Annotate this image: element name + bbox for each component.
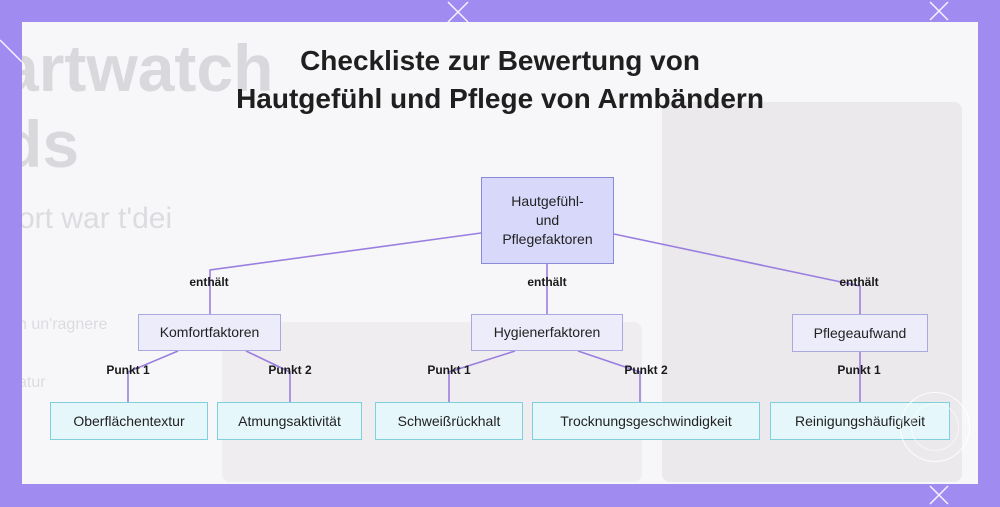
leaf-label: Reinigungshäufigkeit (795, 412, 925, 429)
root-node-label: Hautgefühl- und Pflegefaktoren (502, 193, 593, 247)
connector-root-komfort (209, 232, 482, 314)
edge-label: Punkt 1 (427, 363, 471, 377)
diagram-title: Checkliste zur Bewertung von Hautgefühl … (0, 42, 1000, 118)
connector-komfort-oberflaeche (127, 350, 179, 402)
category-node-komfort: Komfortfaktoren (138, 314, 281, 351)
category-label: Komfortfaktoren (159, 324, 260, 340)
leaf-node-oberflaechentextur: Oberflächentextur (50, 402, 208, 440)
edge-label: enthält (527, 275, 567, 289)
leaf-label: Trocknungsgeschwindigkeit (560, 412, 732, 429)
connector-root-pflege (613, 233, 861, 314)
background-text: ds (22, 107, 80, 181)
title-line-2: Hautgefühl und Pflege von Armbändern (236, 83, 764, 114)
background-text: artwatch (22, 31, 274, 105)
connector-komfort-atmung (245, 350, 291, 402)
connector-hygiene-schweiss (448, 350, 516, 402)
leaf-label: Oberflächentextur (73, 412, 185, 429)
leaf-node-atmungsaktivitaet: Atmungsaktivität (217, 402, 362, 440)
category-label: Pflegeaufwand (813, 324, 907, 341)
edge-label: Punkt 1 (837, 363, 881, 377)
background-text: ort war t'dei (22, 202, 173, 235)
edge-label: Punkt 2 (268, 363, 312, 377)
watermark-badge (900, 392, 970, 462)
edge-label: enthält (839, 275, 879, 289)
category-node-hygiene: Hygienerfaktoren (471, 314, 623, 351)
connector-hygiene-trocknung (577, 350, 641, 402)
category-node-pflege: Pflegeaufwand (792, 314, 928, 352)
leaf-node-trocknungsgeschwindigkeit: Trocknungsgeschwindigkeit (532, 402, 760, 440)
edge-label: Punkt 2 (624, 363, 668, 377)
background-text: n un'ragnere (22, 316, 108, 333)
root-node: Hautgefühl- und Pflegefaktoren (481, 177, 614, 264)
edge-label: Punkt 1 (106, 363, 150, 377)
leaf-label: Atmungsaktivität (238, 412, 341, 429)
leaf-node-schweissrueckhalt: Schweißrückhalt (375, 402, 523, 440)
title-line-1: Checkliste zur Bewertung von (300, 45, 700, 76)
category-label: Hygienerfaktoren (493, 324, 601, 340)
edge-label: enthält (189, 275, 229, 289)
background-text: atur (22, 374, 46, 391)
leaf-label: Schweißrückhalt (397, 412, 501, 429)
